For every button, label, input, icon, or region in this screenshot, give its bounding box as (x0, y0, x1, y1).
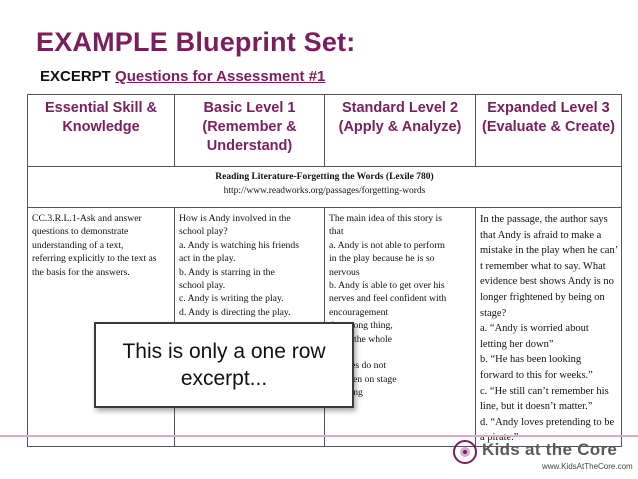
cell-line: act in the play. (179, 253, 236, 265)
header-basic-level: Basic Level 1 (Remember & Understand) (174, 94, 325, 167)
cell-line: How is Andy involved in the (179, 213, 291, 224)
header-standard-level: Standard Level 2 (Apply & Analyze) (324, 94, 476, 167)
cell-line: b. Andy is starring in the (179, 266, 275, 278)
page-subtitle: EXCERPT Questions for Assessment #1 (40, 68, 325, 85)
kids-at-the-core-logo-icon (453, 440, 477, 464)
cell-line: In the passage, the author says (480, 214, 608, 225)
cell-line: that Andy is afraid to make a (480, 229, 602, 241)
cell-line: CC.3.R.L.1-Ask and answer (32, 213, 142, 224)
cell-line: b. “He has been looking (480, 354, 582, 366)
subtitle-link[interactable]: Questions for Assessment #1 (115, 68, 326, 85)
cell-line: mistake in the play when he can’ (480, 245, 619, 257)
cell-line: in the play because he is so (329, 253, 435, 265)
cell-line: nerves and feel confident with (329, 293, 447, 305)
logo-url[interactable]: www.KidsAtTheCore.com (542, 462, 633, 471)
footer-logo: Kids at the Core www.KidsAtTheCore.com (452, 438, 633, 474)
cell-line: a. Andy is not able to perform (329, 239, 445, 251)
logo-text: Kids at the Core (482, 440, 618, 459)
expanded-level-cell: In the passage, the author says that Andy… (475, 207, 622, 447)
cell-line: questions to demonstrate (32, 226, 129, 238)
cell-line: school play. (179, 280, 226, 292)
cell-line: the basis for the answers. (32, 266, 130, 278)
reading-title: Reading Literature-Forgetting the Words … (215, 172, 434, 182)
cell-line: encouragement (329, 306, 389, 318)
cell-line: d. Andy is directing the play. (179, 306, 291, 318)
header-expanded-level: Expanded Level 3 (Evaluate & Create) (475, 94, 622, 167)
footer-divider (0, 435, 638, 437)
cell-line: t remember what to say. What (480, 260, 606, 272)
cell-line: a pirate.” (480, 432, 519, 444)
reading-url[interactable]: http://www.readworks.org/passages/forget… (223, 186, 426, 196)
cell-line: understanding of a text, (32, 239, 124, 251)
cell-line: a. “Andy is worried about (480, 323, 589, 335)
cell-line: longer frightened by being on (480, 291, 605, 303)
cell-line: that (329, 226, 344, 238)
cell-line: c. “He still can’t remember his (480, 385, 609, 397)
page-title: EXAMPLE Blueprint Set: (36, 27, 356, 57)
cell-line: b. Andy is able to get over his (329, 280, 445, 292)
cell-line: d. “Andy loves pretending to be (480, 416, 615, 428)
cell-line: letting her down” (480, 338, 554, 350)
reading-row: Reading Literature-Forgetting the Words … (27, 166, 622, 208)
cell-line: referring explicitly to the text as (32, 253, 157, 265)
cell-line: school play? (179, 226, 228, 238)
header-essential-skill: Essential Skill & Knowledge (27, 94, 175, 167)
cell-line: forward to this for weeks.” (480, 369, 593, 381)
blueprint-table: Essential Skill & Knowledge Basic Level … (27, 94, 622, 447)
cell-line: do when on stage (329, 373, 397, 385)
cell-line: nervous (329, 266, 360, 278)
cell-line: evidence best shows Andy is no (480, 276, 614, 288)
excerpt-callout: This is only a one row excerpt... (94, 322, 354, 408)
header-row: Essential Skill & Knowledge Basic Level … (27, 94, 622, 167)
cell-line: the wrong thing, (329, 320, 393, 332)
cell-line: a. Andy is watching his friends (179, 239, 300, 251)
cell-line: line, but it doesn’t matter.” (480, 401, 593, 413)
cell-line: stage? (480, 307, 507, 319)
cell-line: netimes do not (329, 360, 387, 372)
cell-line: The main idea of this story is (329, 213, 443, 224)
cell-line: s, and the whole (329, 333, 392, 345)
subtitle-prefix: EXCERPT (40, 68, 111, 85)
reading-cell: Reading Literature-Forgetting the Words … (27, 166, 622, 208)
cell-line: c. Andy is writing the play. (179, 293, 284, 305)
